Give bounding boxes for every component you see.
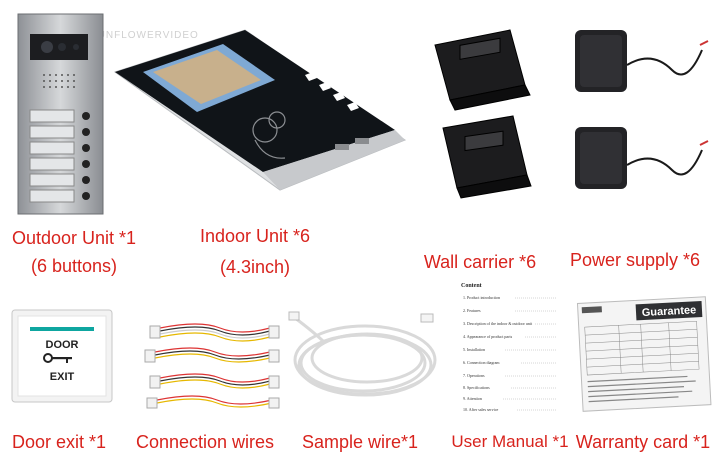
outdoor-unit-image [17,13,104,215]
door-exit-label: Door exit *1 [11,432,107,452]
toc-line: 3. Description of the indoor & outdoor u… [463,321,533,326]
door-exit-image: DOOR EXIT [11,309,113,403]
toc-line: 7. Operations [463,373,485,378]
key-icon [43,353,72,363]
outdoor-unit-label: Outdoor Unit *1 [11,228,137,248]
toc-line: 4. Appearance of product parts [463,334,513,339]
manual-content-title: Content [461,283,482,289]
user-manual-image: Content 1. Product introduction 2. Featu… [459,279,561,417]
warranty-card-item: Guarantee Warranty card *1 [570,290,720,465]
manual-toc: 1. Product introduction 2. Features 3. D… [463,295,533,412]
connection-wires-item: Connection wires [135,300,285,465]
power-supply-image [575,30,709,189]
sample-wire-image [288,311,437,397]
user-manual-label: User Manual *1 [451,432,569,451]
connection-wires-label: Connection wires [135,432,275,452]
user-manual-item: Content 1. Product introduction 2. Featu… [445,275,575,465]
warranty-card-image: Guarantee [576,296,712,412]
sample-wire-label: Sample wire*1 [301,432,419,452]
toc-line: 10. After sales service [463,407,499,412]
outdoor-unit-item: Outdoor Unit *1 (6 buttons) [0,0,140,280]
sample-wire-item: Sample wire*1 [285,298,445,465]
toc-line: 8. Specifications [463,385,490,390]
toc-line: 6. Connection diagram [463,360,500,365]
indoor-unit-image [113,29,407,191]
door-exit-item: DOOR EXIT Door exit *1 [0,300,130,465]
guarantee-title: Guarantee [642,304,697,319]
warranty-card-label: Warranty card *1 [575,432,711,452]
door-text: DOOR [46,339,79,351]
indoor-unit-label: Indoor Unit *6 [199,226,311,246]
indoor-unit-sublabel: (4.3inch) [219,257,291,277]
connection-wires-image [144,323,280,409]
wall-carrier-image [434,29,532,199]
exit-text: EXIT [50,371,75,383]
power-supply-label: Power supply *6 [569,250,701,270]
wall-carrier-label: Wall carrier *6 [423,252,537,272]
toc-line: 9. Attention [463,396,482,401]
power-supply-item: Power supply *6 [560,15,720,270]
indoor-unit-item: Indoor Unit *6 (4.3inch) [105,20,415,285]
outdoor-unit-sublabel: (6 buttons) [30,256,118,276]
toc-line: 1. Product introduction [463,295,500,300]
wall-carrier-item: Wall carrier *6 [405,20,555,272]
toc-line: 2. Features [463,308,481,313]
watermark: SUNFLOWERVIDEO [90,30,199,41]
toc-line: 5. Installation [463,347,485,352]
